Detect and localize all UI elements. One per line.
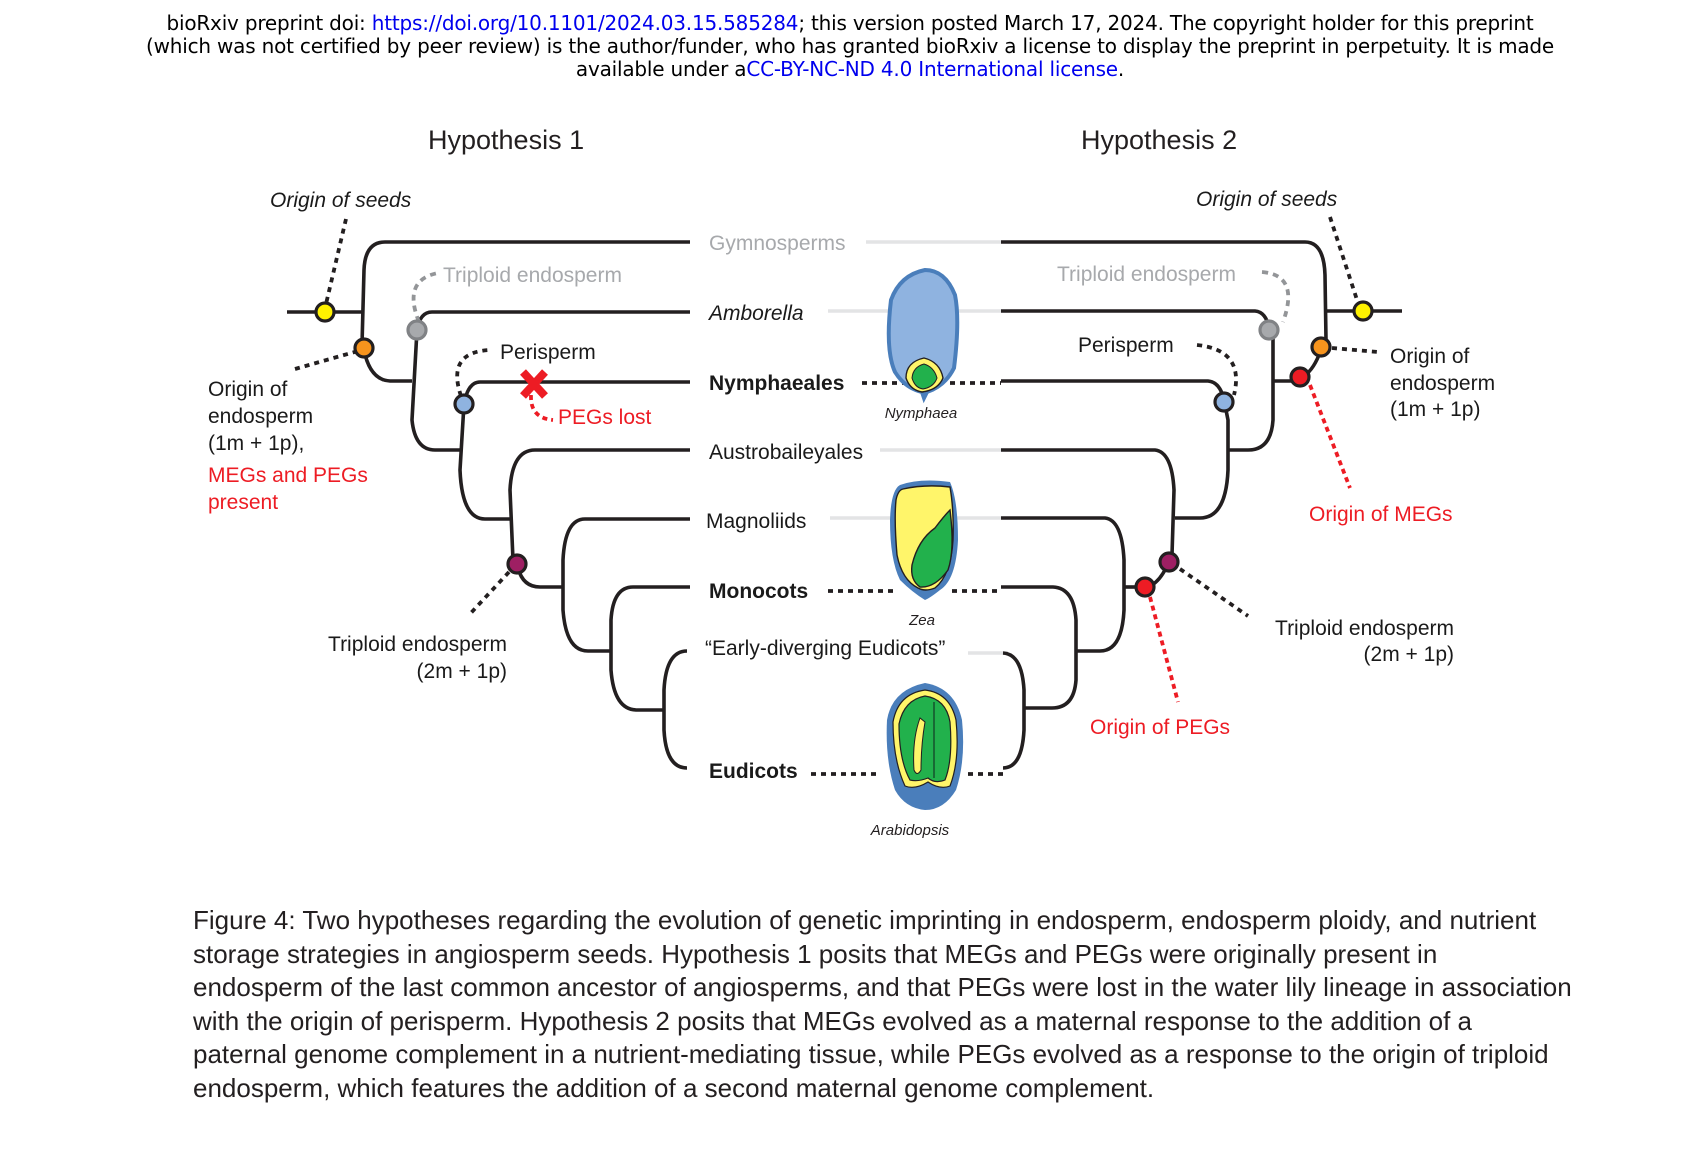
h2-seeds-node xyxy=(1352,300,1374,322)
h2-origin-endo-line2: endosperm xyxy=(1390,372,1495,395)
h1-megs-pegs-line2: present xyxy=(208,491,278,514)
hypothesis-1-title: Hypothesis 1 xyxy=(428,125,584,155)
h2-triploid-node xyxy=(1158,551,1180,573)
branch-nymphaeales xyxy=(458,380,690,521)
header-text: available under a xyxy=(575,57,747,81)
h2-origin-megs-label: Origin of MEGs xyxy=(1309,503,1453,526)
h2-perisperm-node xyxy=(1213,391,1235,413)
center-dots xyxy=(811,381,1003,776)
hypothesis-2-title: Hypothesis 2 xyxy=(1081,125,1237,155)
genus-nymphaea: Nymphaea xyxy=(885,405,958,422)
branch-monocots-h2 xyxy=(1001,585,1078,710)
h1-endosperm-pointer xyxy=(294,349,359,371)
header-text: ; this version posted March 17, 2024. Th… xyxy=(798,11,1534,35)
h2-origin-endo-line1: Origin of xyxy=(1390,345,1470,368)
genus-arabidopsis: Arabidopsis xyxy=(870,822,950,839)
branch-gymnosperms-h2 xyxy=(1001,240,1328,341)
h1-triploid-gray-label: Triploid endosperm xyxy=(443,264,622,287)
phylogeny-figure: Hypothesis 1 Hypothesis 2 xyxy=(208,125,1495,839)
branch-eudicots xyxy=(662,649,688,770)
h2-pegs-pointer xyxy=(1148,596,1180,703)
branch-magnoliids-h2 xyxy=(1001,516,1126,653)
header-text: bioRxiv preprint doi: xyxy=(166,11,372,35)
h2-endosperm-pointer xyxy=(1331,346,1379,354)
taxon-austrobaileyales: Austrobaileyales xyxy=(709,441,863,464)
h2-megs-node xyxy=(1289,366,1311,388)
h2-origin-of-seeds: Origin of seeds xyxy=(1196,188,1338,211)
branch-amborella xyxy=(410,310,690,452)
h2-pegs-node xyxy=(1134,576,1156,598)
h2-origin-endo-line3: (1m + 1p) xyxy=(1390,398,1480,421)
doi-link[interactable]: https://doi.org/10.1101/2024.03.15.58528… xyxy=(371,11,799,35)
seeds-node xyxy=(314,301,336,323)
h2-perisperm-label: Perisperm xyxy=(1078,334,1174,357)
h1-triploid-line2: (2m + 1p) xyxy=(417,660,507,683)
header-line-3: available under aCC-BY-NC-ND 4.0 Interna… xyxy=(0,58,1700,81)
taxon-early-eudicots: “Early-diverging Eudicots” xyxy=(705,637,945,660)
perisperm-node xyxy=(453,393,475,415)
seed-arabidopsis: Arabidopsis xyxy=(870,683,964,839)
pegs-lost-x-icon xyxy=(520,369,548,399)
h1-triploid-gray-pointer xyxy=(411,271,439,323)
taxon-monocots: Monocots xyxy=(709,580,808,603)
taxa-labels: Gymnosperms Amborella Nymphaeales Austro… xyxy=(705,232,945,783)
h2-seeds-pointer xyxy=(1328,216,1360,304)
h2-endosperm-node xyxy=(1310,336,1332,358)
h2-triploid-gray-pointer xyxy=(1261,270,1291,323)
tree-hypothesis-2: Origin of seeds Triploid endosperm Peris… xyxy=(1001,188,1495,770)
taxon-gymnosperms: Gymnosperms xyxy=(709,232,846,255)
h1-perisperm-label: Perisperm xyxy=(500,341,596,364)
seed-nymphaea: Nymphaea xyxy=(885,267,960,422)
triploid-node xyxy=(506,553,528,575)
h1-pegs-lost-pointer xyxy=(529,394,554,422)
header-line-2: (which was not certified by peer review)… xyxy=(145,34,1555,58)
branch-austrobaileyales-h2 xyxy=(1001,448,1176,556)
h2-megs-pointer xyxy=(1308,384,1352,489)
preprint-header: bioRxiv preprint doi: https://doi.org/10… xyxy=(0,12,1700,81)
h2-triploid-pointer xyxy=(1178,567,1250,618)
header-text: . xyxy=(1117,57,1125,81)
taxon-magnoliids: Magnoliids xyxy=(706,510,806,533)
h1-perisperm-pointer xyxy=(455,348,491,397)
triploid-gray-node xyxy=(406,319,428,341)
taxon-nymphaeales: Nymphaeales xyxy=(709,372,844,395)
header-line-1: bioRxiv preprint doi: https://doi.org/10… xyxy=(0,12,1700,35)
branch-austrobaileyales xyxy=(508,448,690,561)
taxon-eudicots: Eudicots xyxy=(709,760,798,783)
h1-triploid-pointer xyxy=(467,570,511,617)
h1-origin-endo-line3: (1m + 1p), xyxy=(208,432,304,455)
h2-triploid-gray-node xyxy=(1258,319,1280,341)
branch-monocots xyxy=(609,585,690,712)
taxon-amborella: Amborella xyxy=(707,302,804,325)
h2-triploid-line1: Triploid endosperm xyxy=(1275,617,1454,640)
h1-seeds-pointer xyxy=(324,218,348,305)
figure-caption: Figure 4: Two hypotheses regarding the e… xyxy=(193,905,1572,1103)
h1-megs-pegs-line1: MEGs and PEGs xyxy=(208,464,368,487)
h2-triploid-line2: (2m + 1p) xyxy=(1364,643,1454,666)
h1-origin-of-seeds: Origin of seeds xyxy=(270,189,412,212)
branch-nymphaeales-h2 xyxy=(1001,379,1230,520)
h1-origin-endo-line1: Origin of xyxy=(208,378,288,401)
endosperm-node xyxy=(353,337,375,359)
h1-pegs-lost-label: PEGs lost xyxy=(558,406,652,429)
branch-magnoliids xyxy=(561,517,690,653)
h2-perisperm-pointer xyxy=(1196,343,1238,396)
h2-origin-pegs-label: Origin of PEGs xyxy=(1090,716,1230,739)
h1-origin-endo-line2: endosperm xyxy=(208,405,313,428)
seed-zea: Zea xyxy=(890,480,958,629)
h1-triploid-line1: Triploid endosperm xyxy=(328,633,507,656)
genus-zea: Zea xyxy=(908,612,935,629)
branch-gymnosperms xyxy=(360,240,690,346)
branch-eudicots-h2 xyxy=(1002,651,1026,770)
h2-triploid-gray-label: Triploid endosperm xyxy=(1057,263,1236,286)
tree-hypothesis-1: Origin of seeds Triploid endosperm Peris… xyxy=(208,189,690,770)
license-link[interactable]: CC-BY-NC-ND 4.0 International license xyxy=(746,57,1118,81)
